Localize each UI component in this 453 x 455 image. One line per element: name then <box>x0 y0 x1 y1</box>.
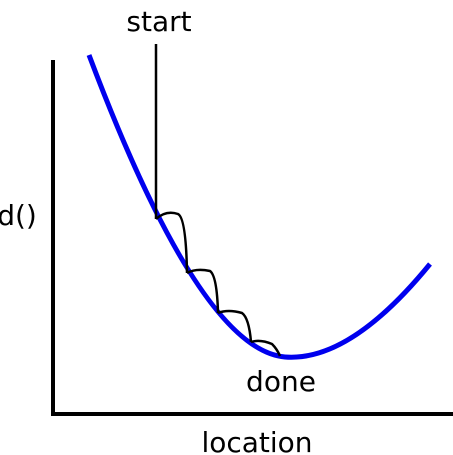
cost-curve <box>86 54 432 360</box>
descent-steps <box>155 211 282 357</box>
y-axis-label: d() <box>0 199 37 232</box>
step-4 <box>250 339 282 357</box>
step-1 <box>155 211 189 274</box>
start-label: start <box>126 5 191 38</box>
step-2 <box>186 268 220 314</box>
axes <box>51 60 453 416</box>
x-axis-label: location <box>201 426 312 455</box>
done-label: done <box>246 365 316 398</box>
step-3 <box>217 309 253 343</box>
